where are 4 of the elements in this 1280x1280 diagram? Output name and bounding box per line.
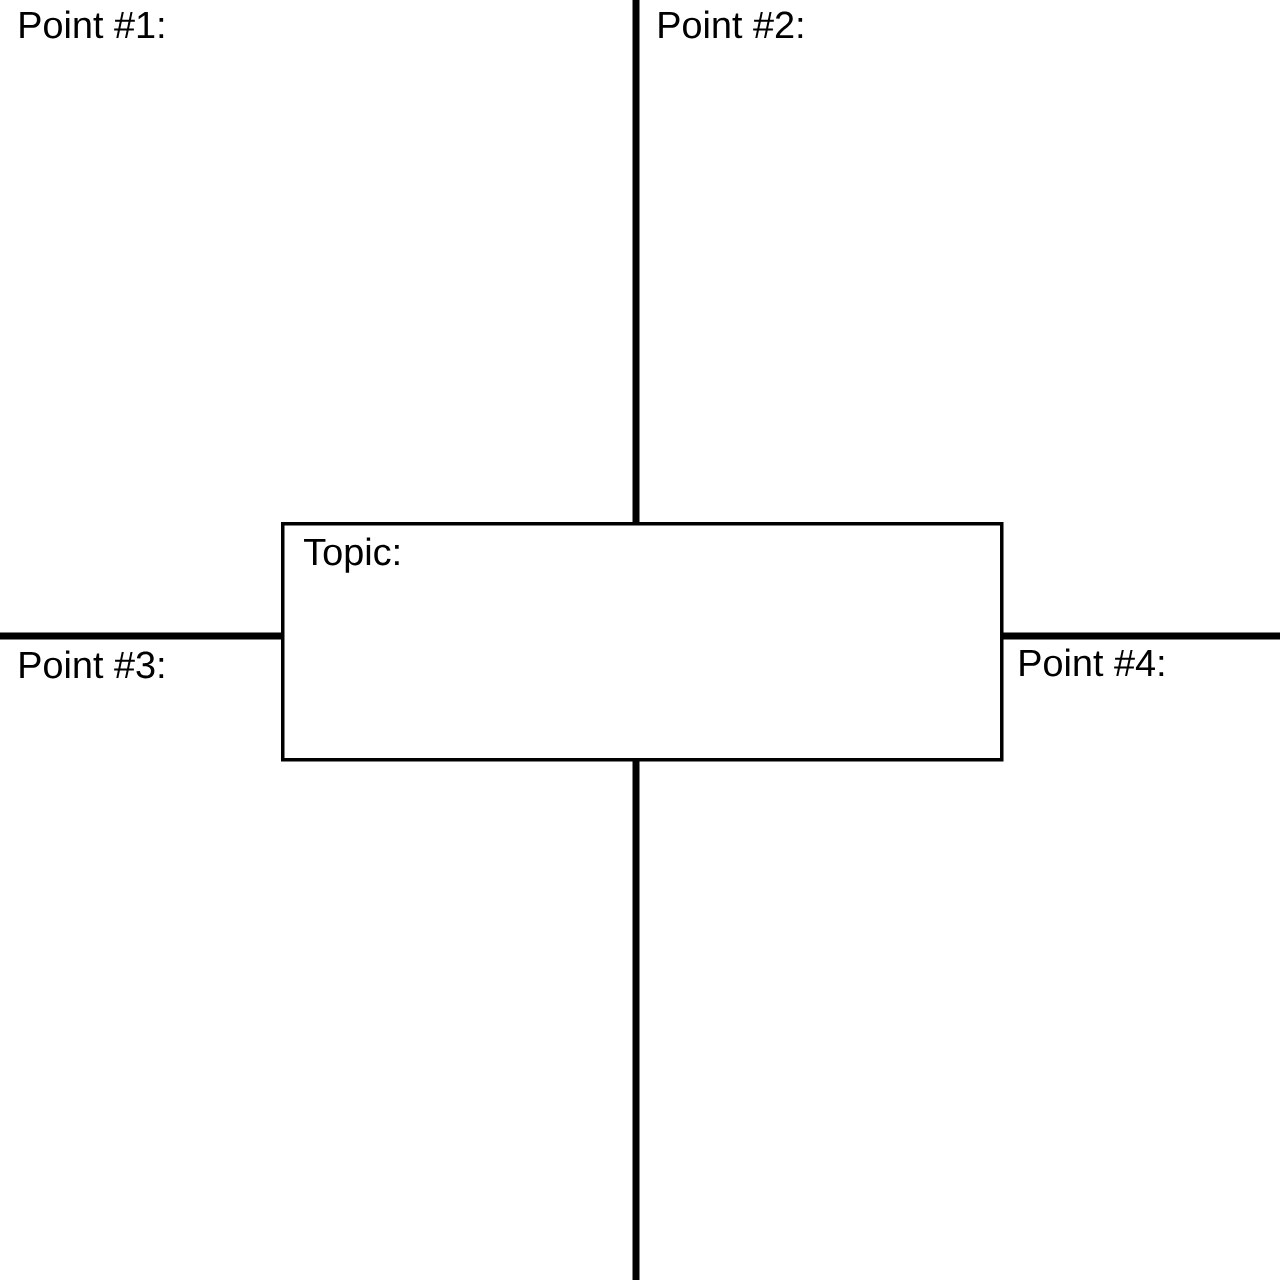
- quadrant-label: Point #1:: [20, 10, 164, 39]
- quadrant-label: Point #3:: [20, 650, 164, 679]
- topic-box: Topic:: [281, 522, 1004, 762]
- quadrant-label: Point #2:: [659, 10, 803, 39]
